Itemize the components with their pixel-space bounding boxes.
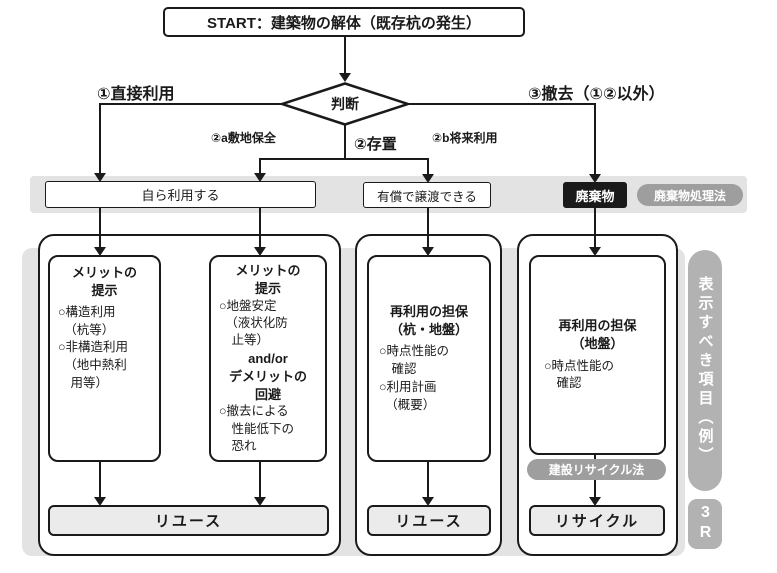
reuse-guarantee-pile-ground-heading: 再利用の担保 （杭・地盤）	[389, 303, 468, 337]
result-reuse-middle: リユース	[367, 505, 491, 536]
arrowhead-into-reuse-left-1	[94, 497, 106, 506]
reuse-guarantee-pile-ground-box: 再利用の担保 （杭・地盤） ○時点性能の 確認 ○利用計画 （概要）	[367, 255, 491, 462]
branch-label-direct-use: ①直接利用	[97, 86, 175, 103]
reuse-guarantee-ground-box: 再利用の担保 （地盤） ○時点性能の 確認	[529, 255, 666, 455]
demerit-heading: デメリットの 回避	[228, 368, 307, 402]
result-recycle: リサイクル	[529, 505, 665, 536]
reuse-guarantee-pile-ground-body: ○時点性能の 確認 ○利用計画 （概要）	[379, 344, 450, 412]
arrowhead-into-self-use-left	[94, 173, 106, 182]
connector-leave-b-vertical	[427, 158, 429, 174]
merit-demerit-body-2: ○撤去による 性能低下の 恐れ	[219, 404, 295, 453]
branch-label-leave-in-place: ②存置	[354, 136, 397, 153]
connector-leave-a-vertical	[259, 158, 261, 173]
connector-merit2-to-reuse	[259, 462, 261, 497]
result-reuse-middle-label: リユース	[395, 513, 463, 530]
reuse-guarantee-ground-heading: 再利用の担保 （地盤）	[558, 317, 637, 352]
recycle-law-label: 建設リサイクル法	[548, 463, 645, 477]
connector-direct-use-vertical	[99, 103, 101, 173]
arrowhead-into-decision	[339, 73, 351, 82]
connector-guarantee-to-reuse-middle	[427, 462, 429, 497]
waste-law-pill: 廃棄物処理法	[637, 184, 743, 206]
three-r-badge: 3R	[688, 499, 722, 549]
result-recycle-label: リサイクル	[554, 513, 640, 530]
self-use-label: 自ら利用する	[141, 188, 220, 203]
three-r-label: 3R	[697, 504, 714, 544]
reuse-guarantee-ground-body: ○時点性能の 確認	[544, 358, 615, 391]
connector-start-to-decision	[344, 37, 346, 74]
arrowhead-into-guarantee-middle	[422, 247, 434, 256]
arrowhead-into-merit2	[254, 247, 266, 256]
branch-label-site-preservation: ②a敷地保全	[211, 131, 276, 145]
connector-decision-left-horizontal	[99, 103, 281, 105]
display-items-strip: 表示すべき項目（例）	[688, 250, 722, 491]
branch-label-removal: ③撤去（①②以外）	[528, 86, 665, 103]
self-use-box: 自ら利用する	[45, 181, 316, 208]
arrowhead-into-reuse-left-2	[254, 497, 266, 506]
connector-decision-right-horizontal	[409, 103, 596, 105]
connector-self-use-to-merit2	[259, 208, 261, 247]
merit-demerit-box: メリットの 提示 ○地盤安定 （液状化防 止等） and/or デメリットの 回…	[209, 255, 327, 462]
arrowhead-into-waste	[589, 174, 601, 183]
waste-box: 廃棄物	[563, 182, 627, 208]
connector-decision-bottom-vertical	[344, 125, 346, 160]
arrowhead-into-guarantee-right	[589, 247, 601, 256]
display-items-label: 表示すべき項目（例）	[696, 275, 714, 466]
recycle-law-pill: 建設リサイクル法	[527, 459, 666, 480]
merit-box-structural-heading: メリットの 提示	[71, 265, 137, 299]
merit-box-structural-body: ○構造利用 （杭等） ○非構造利用 （地中熱利 用等）	[58, 304, 129, 390]
arrowhead-into-recycle	[589, 497, 601, 506]
transfer-label: 有償で譲渡できる	[377, 189, 477, 204]
transfer-box: 有償で譲渡できる	[363, 182, 491, 208]
diamond-shape	[277, 82, 413, 126]
start-node: START：建築物の解体（既存杭の発生）	[163, 7, 525, 37]
result-reuse-left-label: リユース	[154, 513, 223, 530]
merit-demerit-heading: メリットの 提示	[235, 263, 301, 296]
arrowhead-into-self-use-right	[254, 173, 266, 182]
arrowhead-into-merit1	[94, 247, 106, 256]
result-reuse-left: リユース	[48, 505, 329, 536]
decision-label: 判断	[331, 96, 359, 112]
connector-transfer-to-guarantee	[427, 208, 429, 247]
arrowhead-into-reuse-middle	[422, 497, 434, 506]
branch-label-future-use: ②b将来利用	[432, 131, 498, 145]
waste-label: 廃棄物	[575, 188, 615, 204]
arrowhead-into-transfer	[422, 174, 434, 183]
merit-box-structural: メリットの 提示 ○構造利用 （杭等） ○非構造利用 （地中熱利 用等）	[48, 255, 161, 462]
connector-waste-to-guarantee	[594, 208, 596, 247]
and-or-label: and/or	[248, 350, 288, 366]
waste-law-label: 廃棄物処理法	[653, 188, 726, 203]
connector-merit1-to-reuse	[99, 462, 101, 497]
start-label: START：建築物の解体（既存杭の発生）	[207, 14, 481, 32]
connector-leave-split-horizontal	[259, 158, 429, 160]
connector-self-use-to-merit1	[99, 208, 101, 247]
connector-removal-vertical	[594, 103, 596, 174]
decision-diamond: 判断	[277, 82, 413, 126]
merit-demerit-body-1: ○地盤安定 （液状化防 止等）	[219, 298, 288, 348]
